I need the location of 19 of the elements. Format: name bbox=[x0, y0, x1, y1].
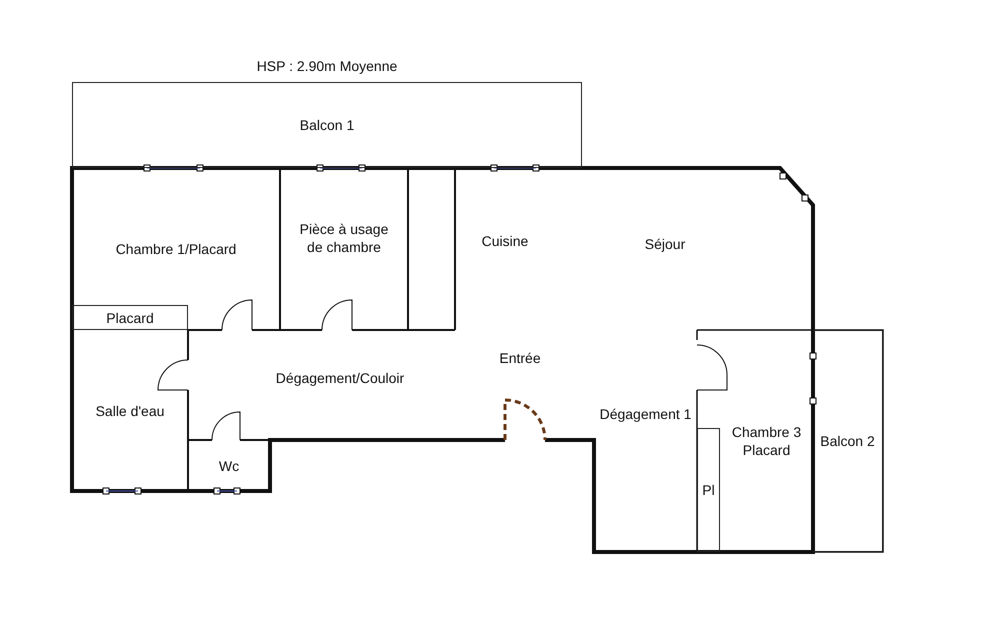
room-label: Chambre 3 Placard bbox=[730, 423, 802, 459]
closet-outline bbox=[72, 305, 188, 330]
room-label: Balcon 1 bbox=[300, 116, 354, 134]
room-label: Pl bbox=[702, 481, 715, 499]
room-label: Dégagement/Couloir bbox=[276, 368, 404, 386]
room-label: Dégagement 1 bbox=[600, 405, 692, 423]
room-label: Placard bbox=[106, 308, 154, 326]
room-label: Wc bbox=[218, 457, 240, 475]
room-label: Pièce à usage de chambre bbox=[298, 220, 390, 256]
room-label: Séjour bbox=[644, 235, 686, 253]
balcony-outline bbox=[72, 82, 582, 168]
room-label: Chambre 1/Placard bbox=[116, 240, 236, 258]
room-label: Cuisine bbox=[482, 232, 528, 250]
closet-outline bbox=[697, 428, 720, 552]
room-label: Entrée bbox=[499, 348, 541, 366]
balcony-outline bbox=[813, 330, 883, 552]
ceiling-height-note: HSP : 2.90m Moyenne bbox=[256, 58, 398, 74]
room-label: Salle d'eau bbox=[96, 402, 164, 420]
room-label: Balcon 2 bbox=[820, 432, 875, 450]
